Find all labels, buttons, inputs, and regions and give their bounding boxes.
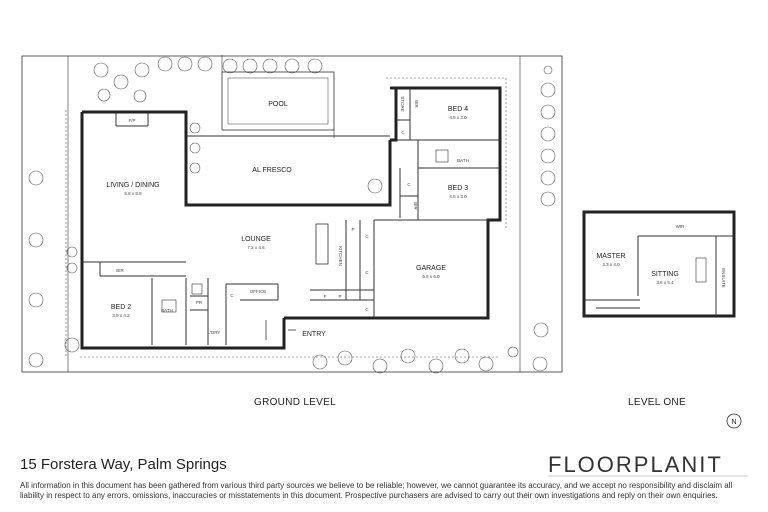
room-powder: PR bbox=[196, 300, 203, 305]
ground-level-walls bbox=[80, 86, 502, 350]
room-bed3: BED 3 bbox=[448, 185, 468, 192]
decking-outline bbox=[65, 77, 507, 358]
room-laundry: L'DRY bbox=[208, 330, 221, 335]
room-lounge: LOUNGE bbox=[241, 236, 271, 243]
room-pool: POOL bbox=[268, 101, 288, 108]
room-bir-bed2: BIR bbox=[116, 268, 124, 273]
company-logo: FLOORPLANIT bbox=[548, 452, 723, 477]
room-cupboard-ldry: C bbox=[230, 293, 234, 298]
compass-north: N bbox=[731, 419, 736, 426]
ground-level-label: GROUND LEVEL bbox=[254, 397, 336, 408]
room-bed4: BED 4 bbox=[448, 106, 468, 113]
room-pantry-2: P bbox=[338, 294, 341, 299]
room-cupboard-2: C bbox=[365, 270, 369, 275]
disclaimer-text: All information in this document has bee… bbox=[20, 481, 733, 500]
room-fridge: F bbox=[324, 294, 327, 299]
room-bir-bed3: BIR bbox=[413, 202, 418, 210]
room-bed2-dim: 3.9 x 4.2 bbox=[112, 313, 130, 318]
room-master: MASTER bbox=[596, 253, 625, 260]
room-cupboard-hall-2: C bbox=[407, 182, 411, 187]
room-garage-dim: 6.8 x 6.0 bbox=[422, 274, 440, 279]
room-bir-bed4: BIR bbox=[414, 100, 419, 108]
room-sitting-dim: 3.6 x 5.4 bbox=[656, 280, 674, 285]
room-cupboard-3: C bbox=[365, 307, 369, 312]
room-entry: ENTRY bbox=[302, 331, 326, 338]
property-address: 15 Forstera Way, Palm Springs bbox=[20, 456, 227, 473]
compass: N bbox=[726, 413, 742, 429]
room-living-dining: LIVING / DINING bbox=[106, 182, 159, 189]
room-store: STORE bbox=[400, 96, 405, 111]
kitchen-island bbox=[315, 223, 329, 265]
landscaping-trees bbox=[28, 56, 556, 374]
level-one-walls bbox=[582, 210, 736, 318]
room-bed2: BED 2 bbox=[111, 304, 131, 311]
room-living-dining-dim: 5.8 x 8.8 bbox=[124, 191, 142, 196]
room-cupboard-hall: C bbox=[401, 130, 405, 135]
room-al-fresco: AL FRESCO bbox=[252, 167, 292, 174]
room-ensuite: ENSUITE bbox=[721, 268, 726, 288]
room-cupboard-1: C bbox=[365, 234, 369, 239]
room-office: OFFICE bbox=[250, 289, 267, 294]
pool bbox=[221, 71, 335, 131]
room-bath-bedrooms: BATH bbox=[457, 158, 469, 163]
room-master-dim: 3.3 x 4.0 bbox=[602, 262, 620, 267]
room-pantry: P bbox=[351, 227, 354, 232]
room-sitting: SITTING bbox=[651, 271, 679, 278]
room-garage: GARAGE bbox=[416, 265, 446, 272]
room-lounge-dim: 7.2 x 4.6 bbox=[247, 245, 265, 250]
room-wir: WIR bbox=[676, 224, 685, 229]
site-boundary bbox=[21, 55, 563, 373]
room-bed3-dim: 4.5 x 3.0 bbox=[449, 194, 467, 199]
room-bed4-dim: 4.5 x 3.0 bbox=[449, 115, 467, 120]
room-bath-ground: BATH bbox=[161, 308, 173, 313]
room-fireplace: F/P bbox=[128, 118, 135, 123]
room-kitchen: KITCHEN bbox=[338, 246, 343, 266]
level-one-label: LEVEL ONE bbox=[628, 397, 686, 408]
